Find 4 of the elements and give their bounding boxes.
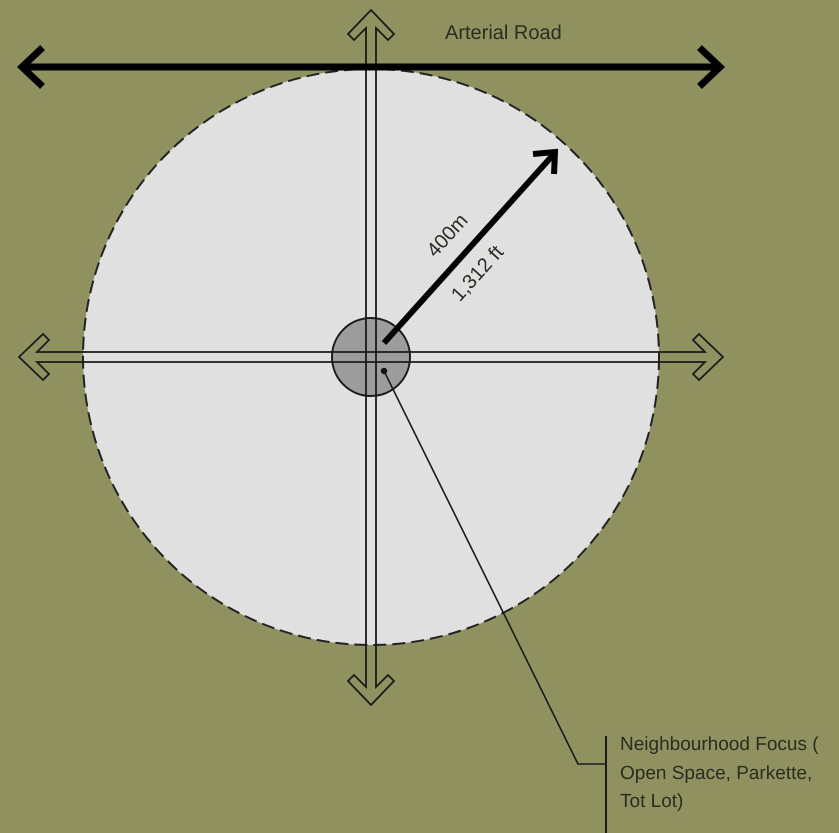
neighbourhood-focus-circle xyxy=(331,317,411,397)
leader-line xyxy=(380,368,606,765)
callout-text: Neighbourhood Focus ( Open Space, Parkette, Tot Lot) xyxy=(606,731,831,816)
road-name: Arterial Road xyxy=(445,22,562,45)
